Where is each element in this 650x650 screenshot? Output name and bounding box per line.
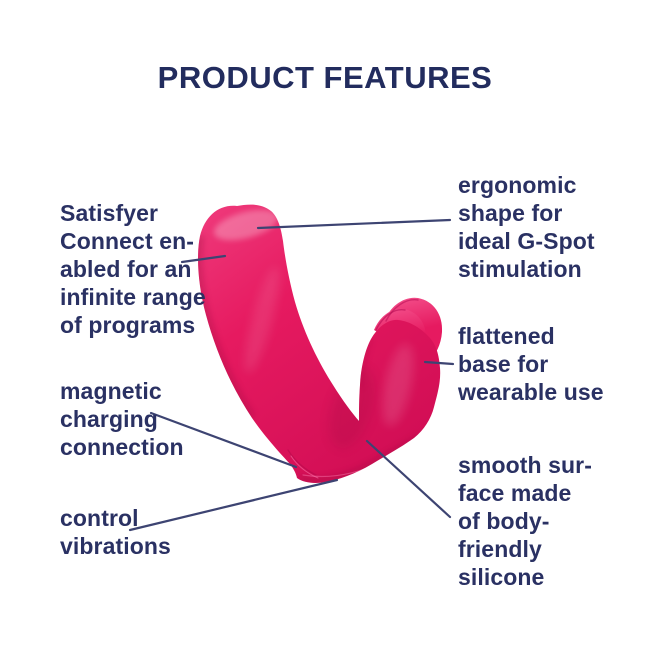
feature-label-control: control vibrations	[60, 505, 171, 559]
feature-label-connect: Satisfyer Connect en- abled for an infin…	[60, 200, 206, 338]
feature-label-flattened: flattened base for wearable use	[458, 323, 604, 405]
callout-line-control	[128, 478, 339, 532]
page-title: PRODUCT FEATURES	[157, 60, 493, 95]
ridge-groove-line	[375, 309, 406, 331]
base-sheen	[382, 343, 414, 427]
inner-edge-shadow	[357, 337, 374, 389]
feature-label-magnetic: magnetic charging connection	[60, 378, 184, 460]
arm-sheen	[244, 266, 280, 374]
callout-line-magnetic	[149, 411, 298, 469]
product-body	[198, 204, 441, 483]
head-highlight	[213, 209, 279, 241]
callout-line-flattened	[423, 360, 455, 366]
callout-line-smooth	[365, 439, 452, 519]
ridge-groove-line	[385, 299, 419, 322]
callout-line-connect	[180, 254, 227, 264]
feature-label-smooth: smooth sur- face made of body- friendly …	[458, 452, 592, 590]
feature-label-ergonomic: ergonomic shape for ideal G-Spot stimula…	[458, 172, 595, 282]
callout-line-ergonomic	[256, 218, 452, 230]
base-rim-ridge-dark	[287, 449, 317, 476]
body-left-shadow	[198, 235, 256, 421]
